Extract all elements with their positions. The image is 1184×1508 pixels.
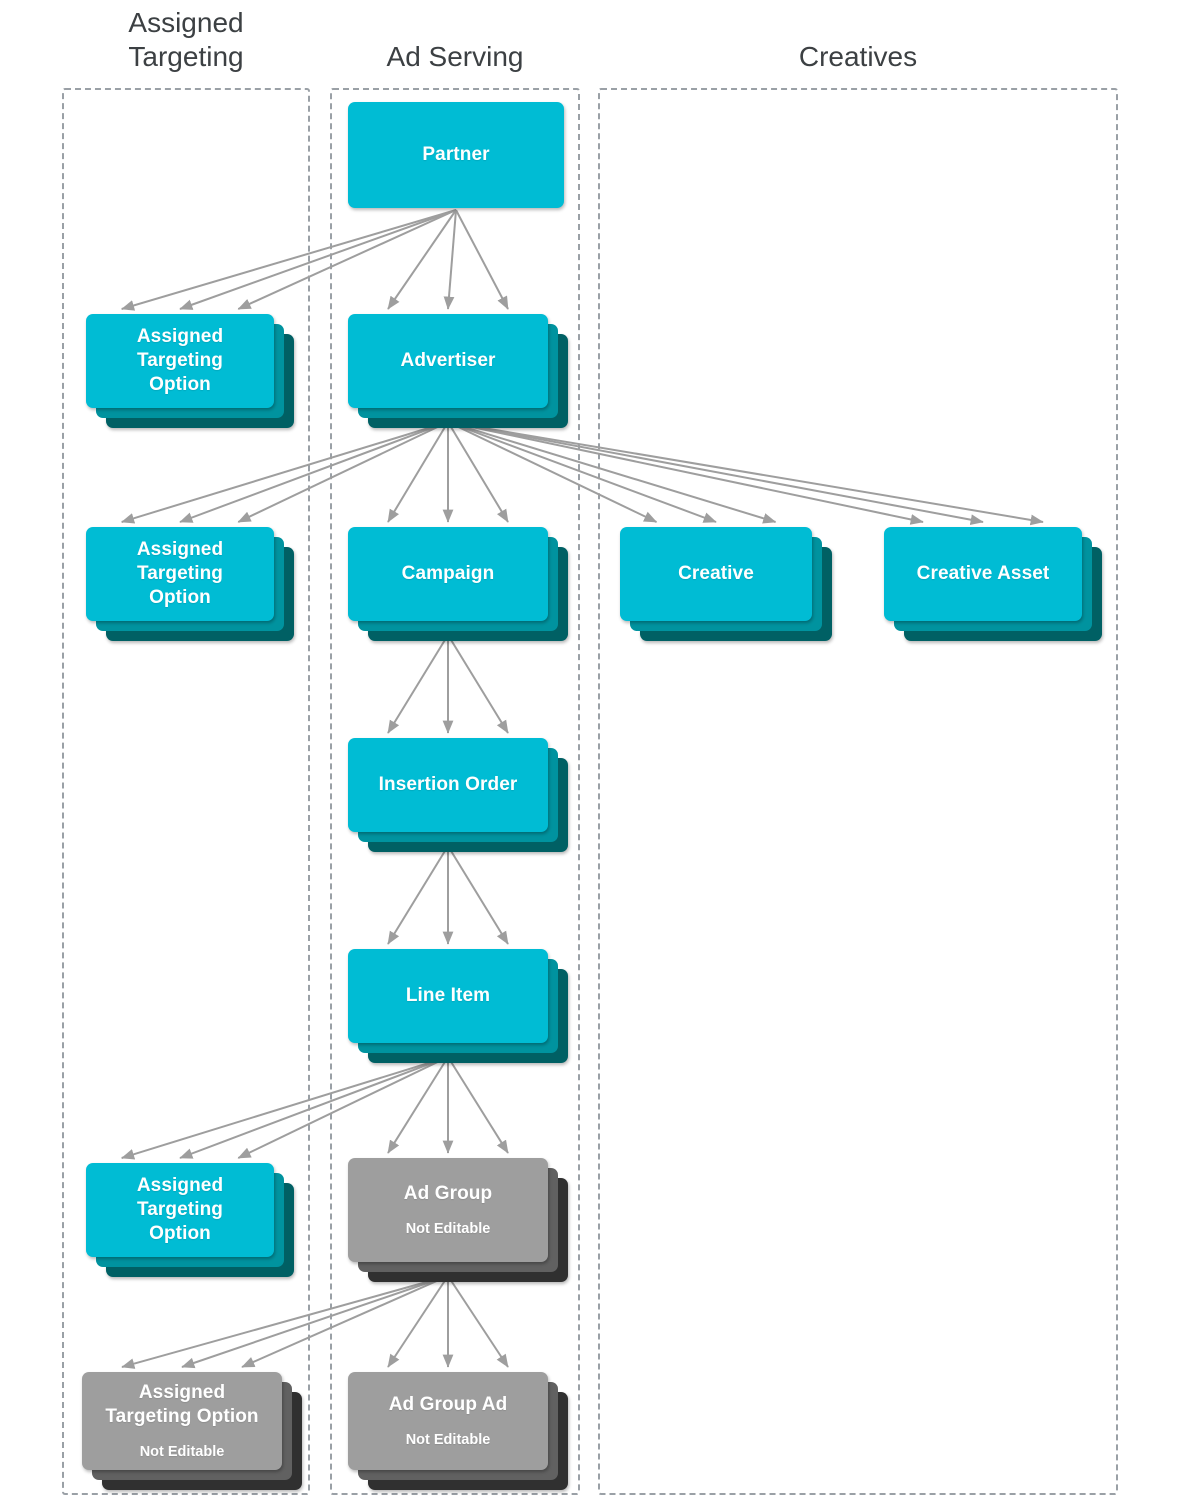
node-face[interactable]: Creative <box>620 527 812 621</box>
node-title: Assigned Targeting Option <box>105 1382 259 1427</box>
node-title: Advertiser <box>400 350 496 371</box>
node-face[interactable]: Ad Group Ad Not Editable <box>348 1372 548 1470</box>
node-campaign[interactable]: Campaign <box>348 527 568 641</box>
node-assigned-targeting-option-advertiser[interactable]: Assigned Targeting Option <box>86 527 294 641</box>
node-face[interactable]: Campaign <box>348 527 548 621</box>
column-header-creatives: Creatives <box>798 41 918 72</box>
node-creative-asset[interactable]: Creative Asset <box>884 527 1102 641</box>
node-insertion-order[interactable]: Insertion Order <box>348 738 568 852</box>
column-header-ad-serving: Ad Serving <box>386 41 524 72</box>
node-ad-group-ad[interactable]: Ad Group Ad Not Editable <box>348 1372 568 1490</box>
node-title: Assigned Targeting Option <box>136 326 224 395</box>
node-title: Assigned Targeting Option <box>136 1175 224 1244</box>
node-title: Creative <box>678 563 754 584</box>
node-title: Insertion Order <box>378 774 518 795</box>
node-face[interactable]: Partner <box>348 102 564 208</box>
node-creative[interactable]: Creative <box>620 527 832 641</box>
node-advertiser[interactable]: Advertiser <box>348 314 568 428</box>
swimlane-assigned-targeting <box>62 88 310 1495</box>
swimlane-creatives <box>598 88 1118 1495</box>
node-title: Ad Group Ad <box>388 1394 508 1415</box>
node-face[interactable]: Creative Asset <box>884 527 1082 621</box>
node-face[interactable]: Assigned Targeting Option <box>86 314 274 408</box>
node-subtitle: Not Editable <box>405 1432 491 1448</box>
node-face[interactable]: Insertion Order <box>348 738 548 832</box>
node-face[interactable]: Assigned Targeting Option <box>86 1163 274 1257</box>
node-title: Creative Asset <box>916 563 1050 584</box>
node-title: Campaign <box>401 563 495 584</box>
swimlane-ad-serving <box>330 88 580 1495</box>
node-line-item[interactable]: Line Item <box>348 949 568 1063</box>
node-face[interactable]: Advertiser <box>348 314 548 408</box>
node-subtitle: Not Editable <box>139 1444 225 1460</box>
node-title: Line Item <box>405 985 491 1006</box>
node-face[interactable]: Assigned Targeting Option <box>86 527 274 621</box>
node-assigned-targeting-option-partner[interactable]: Assigned Targeting Option <box>86 314 294 428</box>
node-assigned-targeting-option-lineitem[interactable]: Assigned Targeting Option <box>86 1163 294 1277</box>
node-partner[interactable]: Partner <box>348 102 564 208</box>
node-face[interactable]: Line Item <box>348 949 548 1043</box>
node-title: Ad Group <box>403 1183 493 1204</box>
node-title: Assigned Targeting Option <box>136 539 224 608</box>
node-subtitle: Not Editable <box>405 1221 491 1237</box>
column-header-assigned-targeting: Assigned Targeting <box>128 7 244 72</box>
node-title: Partner <box>422 144 490 165</box>
